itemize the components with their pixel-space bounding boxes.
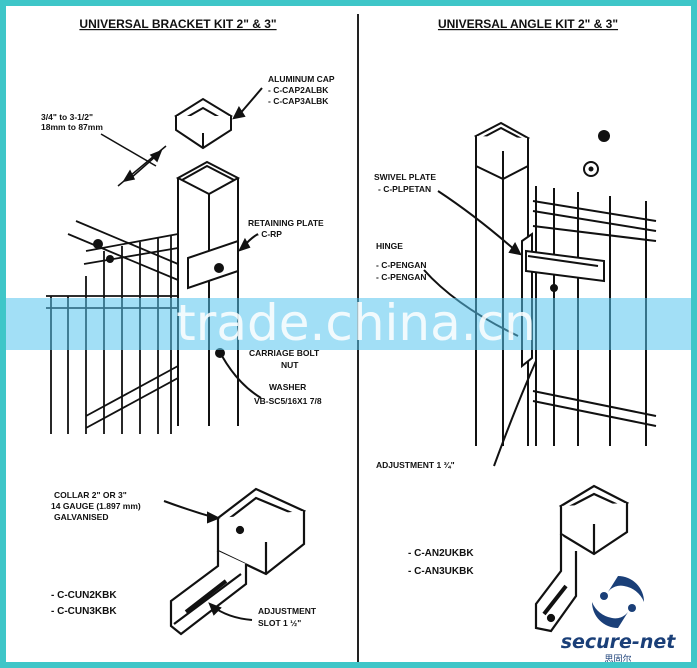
diagram-canvas: UNIVERSAL BRACKET KIT 2" & 3" 3/4" to 3-…: [6, 14, 691, 665]
hinge-label: HINGE: [376, 241, 403, 251]
watermark-text: trade.china.cn: [176, 294, 536, 352]
collar-code-3: - C-CUN3KBK: [51, 606, 117, 617]
dimension-label-inch: 3/4" to 3-1/2": [41, 112, 93, 122]
cap-code-3: - C-CAP3ALBK: [268, 96, 329, 106]
collar-finish: GALVANISED: [54, 512, 108, 522]
collar-label: COLLAR 2" OR 3": [54, 490, 127, 500]
hinge-code-1: - C-PENGAN: [376, 260, 427, 270]
mesh-panel-right: [532, 186, 657, 446]
cap-code-2: - C-CAP2ALBK: [268, 85, 329, 95]
angle-bracket: [534, 484, 630, 633]
swivel-label: SWIVEL PLATE: [374, 172, 436, 182]
bolt-heads: [93, 239, 114, 263]
brand-emblem: [592, 576, 644, 628]
nut-label: NUT: [281, 360, 299, 370]
watermark-band: trade.china.cn: [6, 294, 691, 352]
plate-code: - C-RP: [256, 229, 282, 239]
retaining-plate: [187, 239, 239, 290]
angle-code-2: - C-AN2UKBK: [408, 548, 474, 559]
plate-label: RETAINING PLATE: [248, 218, 324, 228]
slot-label: ADJUSTMENT: [258, 606, 317, 616]
slot-pointer: [208, 602, 253, 621]
slot-size: SLOT 1 ½": [258, 618, 301, 628]
adjust-label: ADJUSTMENT 1 ¾": [376, 460, 455, 470]
right-panel-title: UNIVERSAL ANGLE KIT 2" & 3": [438, 17, 618, 31]
brand-chinese: 思固尔: [604, 653, 631, 665]
swivel-code: - C-PLPETAN: [378, 184, 431, 194]
collar-gauge: 14 GAUGE (1.897 mm): [51, 501, 141, 511]
brand-name: secure-net: [561, 631, 677, 653]
collar-bracket: [169, 487, 307, 636]
cap-pointer: [232, 87, 263, 120]
aluminum-cap: [174, 97, 233, 150]
adjust-pointer: [493, 360, 537, 467]
angle-code-3: - C-AN3UKBK: [408, 566, 474, 577]
washer-label: WASHER: [269, 382, 306, 392]
collar-pointer: [163, 500, 221, 524]
bolt-code: VB-SC5/16X1 7/8: [254, 396, 322, 406]
cap-label: ALUMINUM CAP: [268, 74, 335, 84]
left-panel-title: UNIVERSAL BRACKET KIT 2" & 3": [79, 17, 276, 31]
swivel-pointer: [437, 190, 522, 256]
loose-parts: [583, 130, 610, 177]
plate-pointer: [238, 233, 259, 252]
dimension-label-mm: 18mm to 87mm: [41, 122, 103, 132]
collar-code-2: - C-CUN2KBK: [51, 590, 117, 601]
hinge-code-2: - C-PENGAN: [376, 272, 427, 282]
bolt-label: CARRIAGE BOLT: [249, 348, 320, 358]
brand-logo: secure-net 思固尔: [561, 576, 677, 665]
dimension-lines: [100, 133, 167, 187]
